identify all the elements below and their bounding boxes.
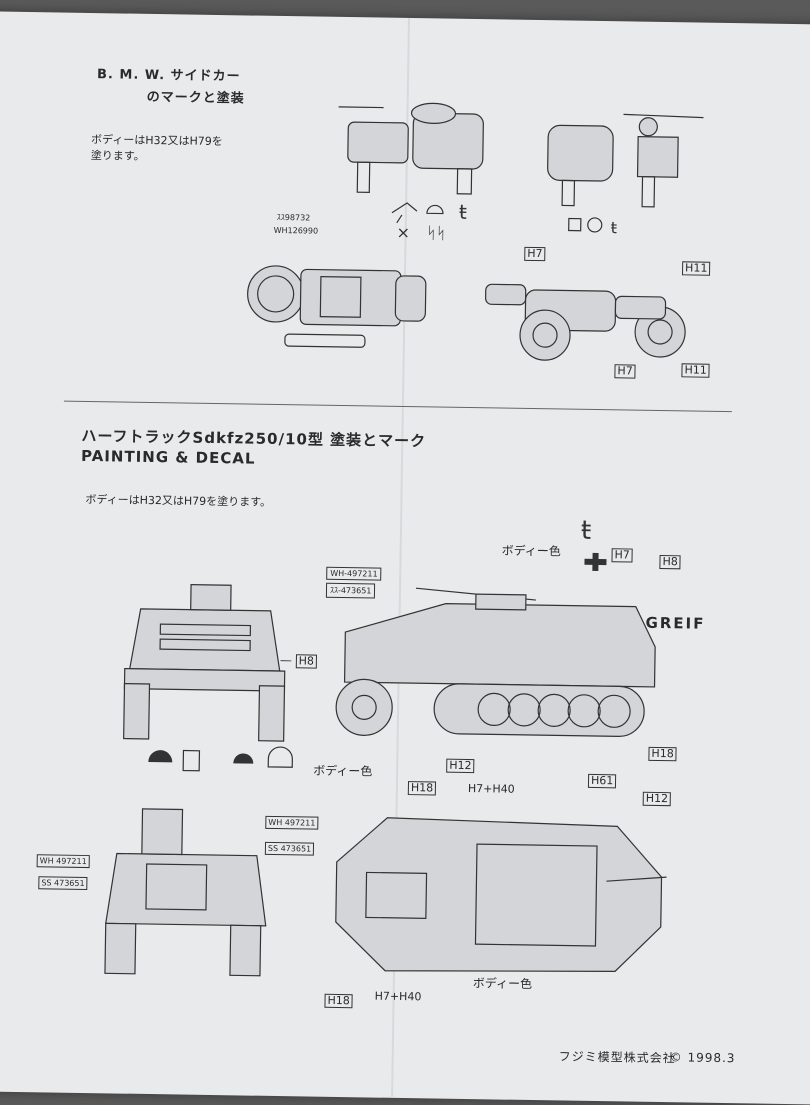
halftrack-side-view-drawing [335, 587, 656, 737]
halftrack-helmet-insignia [148, 746, 293, 772]
sidecar-front-view-drawing [547, 113, 704, 208]
svg-text:ŧ: ŧ [459, 200, 467, 224]
sidecar-title-line1: B. M. W. サイドカー [96, 67, 241, 85]
halftrack-body-color-side: ボディー色 [313, 763, 373, 779]
svg-text:ŧ: ŧ [611, 218, 618, 237]
sidecar-paint-note-line2: 塗ります。 [90, 149, 145, 163]
halftrack-rear-view-drawing [104, 808, 267, 977]
footer-copyright: © 1998.3 [669, 1050, 736, 1066]
section-divider [63, 400, 732, 413]
sidecar-side-view-drawing [485, 283, 686, 361]
halftrack-code-h61: H61 [587, 769, 617, 789]
svg-text:ᛋᛋ: ᛋᛋ [426, 223, 445, 242]
sidecar-code-h11-bottom: H11 [681, 358, 710, 378]
sidecar-code-h7-top: H7 [524, 242, 546, 262]
halftrack-code-h12-top: H12 [642, 787, 672, 807]
halftrack-left-plate-ss: SS 473651 [38, 876, 88, 891]
sidecar-insignia-markings: × ᛋᛋ ŧ [391, 200, 467, 243]
halftrack-code-h18-top: H18 [407, 776, 437, 796]
sidecar-plate-2: WH126990 [273, 225, 319, 236]
halftrack-cross-markings: ŧ [581, 516, 607, 572]
instruction-sheet: B. M. W. サイドカー のマークと塗装 ボディーはH32又はH79を 塗り… [0, 11, 810, 1105]
halftrack-code-h8: H8 [659, 550, 681, 570]
halftrack-code-h12-side: H12 [446, 754, 475, 774]
halftrack-paint-note: ボディーはH32又はH79を塗ります。 [85, 492, 272, 509]
halftrack-body-color-top: ボディー色 [501, 543, 561, 559]
svg-text:ŧ: ŧ [581, 516, 592, 546]
halftrack-body-color-bottom: ボディー色 [472, 976, 533, 992]
sidecar-rear-view-drawing [338, 102, 484, 195]
halftrack-top-view-drawing [335, 817, 667, 972]
halftrack-code-h18-bottom: H18 [324, 989, 353, 1009]
sidecar-plate-1: ｽｽ98732 [276, 212, 311, 223]
halftrack-code-h18-side: H18 [648, 742, 677, 762]
svg-text:×: × [396, 223, 410, 242]
sidecar-code-h11-top: H11 [681, 256, 711, 276]
halftrack-left-plate-wh: WH 497211 [36, 854, 90, 869]
halftrack-code-h7-h40-bottom: H7+H40 [374, 989, 422, 1004]
sidecar-title-line2: のマークと塗装 [146, 89, 245, 107]
halftrack-title-en: PAINTING & DECAL [80, 446, 256, 468]
sidecar-code-h7-bottom: H7 [614, 359, 636, 379]
sidecar-top-view-drawing [247, 265, 427, 348]
footer-maker: フジミ模型株式会社 [558, 1049, 676, 1066]
halftrack-code-h8-front: — H8 [280, 649, 318, 669]
halftrack-code-h7-h40-top: H7+H40 [467, 782, 515, 796]
sidecar-front-markings: ŧ [568, 217, 618, 237]
halftrack-front-view-drawing [123, 584, 286, 742]
